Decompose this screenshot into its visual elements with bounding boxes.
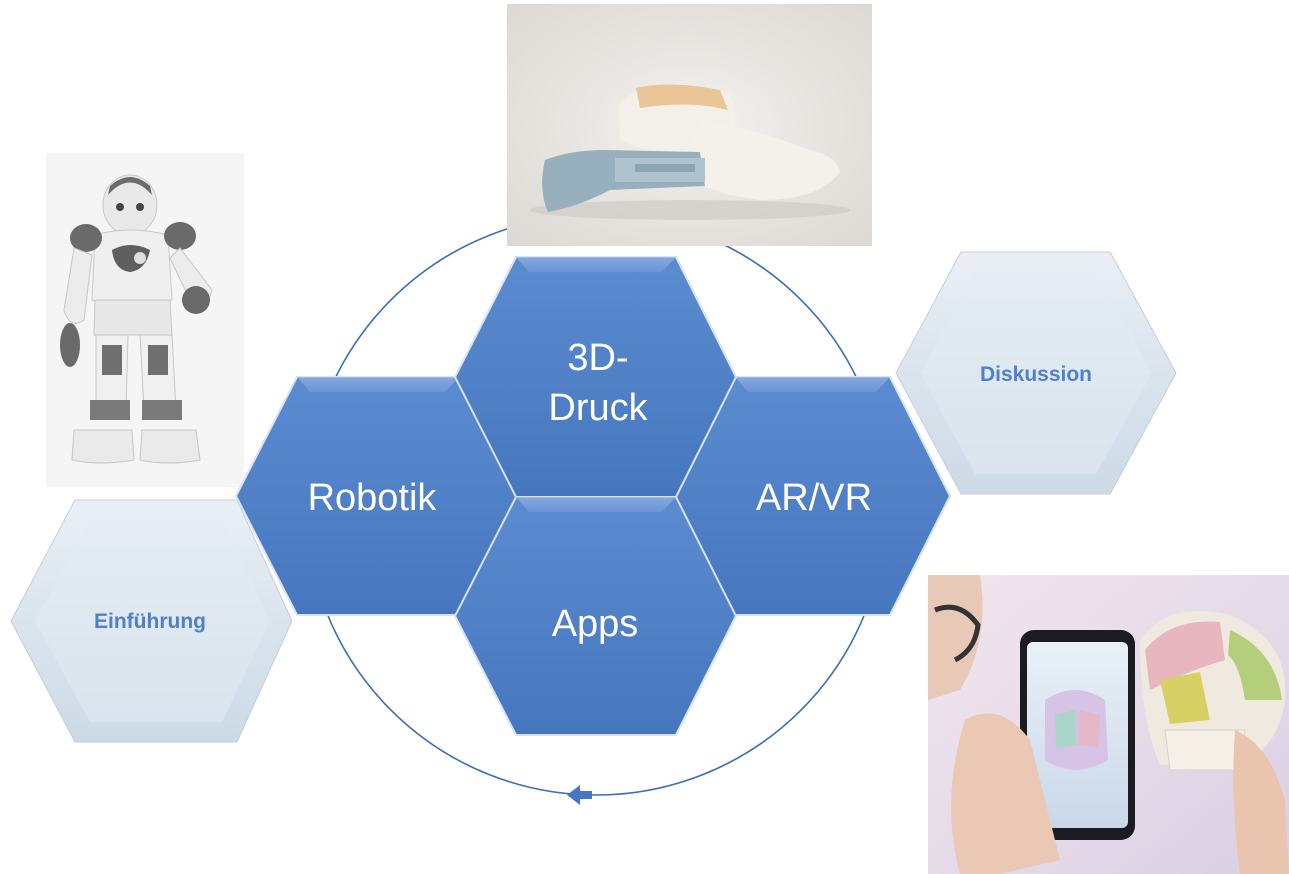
hex-diskussion[interactable]: Diskussion <box>895 251 1177 495</box>
hex-diskussion-label: Diskussion <box>980 363 1092 386</box>
hex-apps-label: Apps <box>552 603 639 645</box>
cycle-arrow-icon <box>567 785 592 805</box>
hex-einfuehrung-label: Einführung <box>94 610 206 633</box>
hex-einfuehrung[interactable]: Einführung <box>10 499 293 743</box>
hex-robotik[interactable]: Robotik <box>234 376 522 616</box>
hex-apps[interactable]: Apps <box>453 496 738 736</box>
robot-photo <box>46 153 244 487</box>
hex-3d-druck-label-line1: 3D- <box>567 337 628 379</box>
hex-3d-druck[interactable]: 3D- Druck <box>453 256 738 498</box>
3d-printed-leg-model-photo <box>507 4 872 246</box>
hex-arvr-label: AR/VR <box>756 477 872 519</box>
hex-robotik-label: Robotik <box>308 477 438 519</box>
ar-skull-app-photo <box>928 575 1289 874</box>
hex-3d-druck-label-line2: Druck <box>548 387 648 429</box>
